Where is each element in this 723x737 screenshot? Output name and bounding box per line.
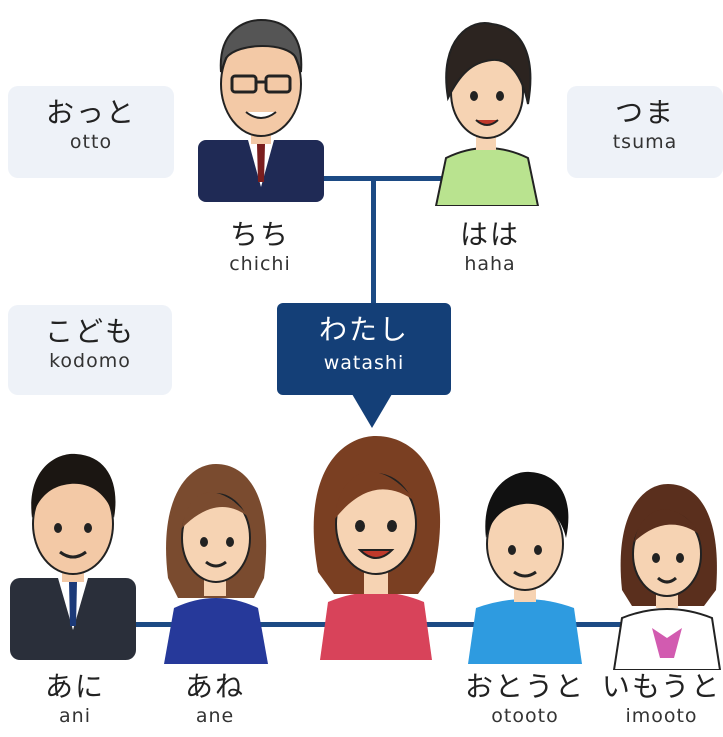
tag-wife-romaji: tsuma xyxy=(612,131,678,153)
callout-pointer xyxy=(352,394,392,428)
label-older-sister: あね ane xyxy=(160,670,270,728)
tag-husband-japanese: おっと xyxy=(45,96,136,129)
label-father-romaji: chichi xyxy=(229,253,291,275)
label-mother-japanese: はは xyxy=(459,218,520,251)
tag-children-romaji: kodomo xyxy=(49,350,131,372)
older-brother-illustration xyxy=(10,453,136,660)
label-younger-sister-romaji: imooto xyxy=(625,705,698,727)
watashi-romaji: watashi xyxy=(323,352,405,374)
label-older-brother-japanese: あに xyxy=(44,670,105,703)
label-older-brother-romaji: ani xyxy=(59,705,91,727)
label-mother-romaji: haha xyxy=(464,253,516,275)
label-older-brother: あに ani xyxy=(20,670,130,728)
watashi-callout: わたし watashi xyxy=(277,303,451,395)
self-illustration xyxy=(313,436,441,660)
parents-to-self-line xyxy=(371,176,376,304)
label-father: ちち chichi xyxy=(200,218,320,276)
label-older-sister-romaji: ane xyxy=(195,705,235,727)
mother-illustration xyxy=(434,22,540,206)
label-younger-brother: おとうと otooto xyxy=(460,670,590,728)
tag-children: こども kodomo xyxy=(8,305,172,395)
tag-wife: つま tsuma xyxy=(567,86,723,178)
younger-sister-illustration xyxy=(612,484,722,670)
tag-husband-romaji: otto xyxy=(69,131,113,153)
label-older-sister-japanese: あね xyxy=(184,670,245,703)
tag-children-japanese: こども xyxy=(44,315,135,348)
label-father-japanese: ちち xyxy=(229,218,290,251)
watashi-japanese: わたし xyxy=(318,313,409,346)
label-younger-sister: いもうと imooto xyxy=(600,670,723,728)
label-younger-brother-romaji: otooto xyxy=(491,705,559,727)
label-mother: はは haha xyxy=(430,218,550,276)
tag-husband: おっと otto xyxy=(8,86,174,178)
younger-brother-illustration xyxy=(468,471,582,664)
father-illustration xyxy=(198,18,324,202)
label-younger-brother-japanese: おとうと xyxy=(464,670,585,703)
tag-wife-japanese: つま xyxy=(614,96,675,129)
older-sister-illustration xyxy=(164,464,268,664)
label-younger-sister-japanese: いもうと xyxy=(601,670,722,703)
